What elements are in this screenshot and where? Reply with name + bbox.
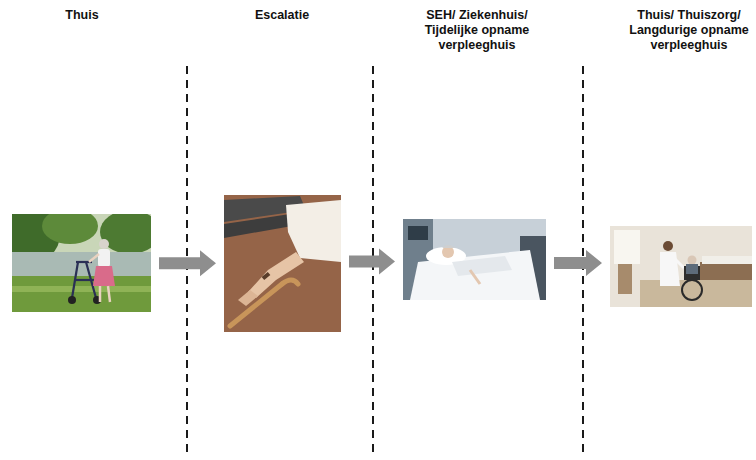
stage-heading: Escalatie xyxy=(219,8,345,23)
stage-photo-box: SEH/ Ziekenhuis/ Tijdelijke opname verpl… xyxy=(403,219,546,300)
flow-arrow xyxy=(349,249,395,275)
photo-hospital xyxy=(403,219,546,300)
photo-fall xyxy=(224,195,341,332)
flow-arrow xyxy=(554,250,602,276)
stage-heading: Thuis/ Thuiszorg/ Langdurige opname verp… xyxy=(626,8,752,53)
stage-heading: Thuis xyxy=(19,8,145,23)
stage-dividers xyxy=(187,66,583,456)
flow-arrow xyxy=(159,250,216,276)
photo-nursing-home xyxy=(610,226,752,307)
stage-photo-box: Escalatie xyxy=(224,195,341,332)
photo-park-walker xyxy=(0,207,160,312)
stage-photo-box: Thuis xyxy=(12,214,151,312)
stage-heading: SEH/ Ziekenhuis/ Tijdelijke opname verpl… xyxy=(414,8,540,53)
stage-photo-box: Thuis/ Thuiszorg/ Langdurige opname verp… xyxy=(610,226,752,307)
